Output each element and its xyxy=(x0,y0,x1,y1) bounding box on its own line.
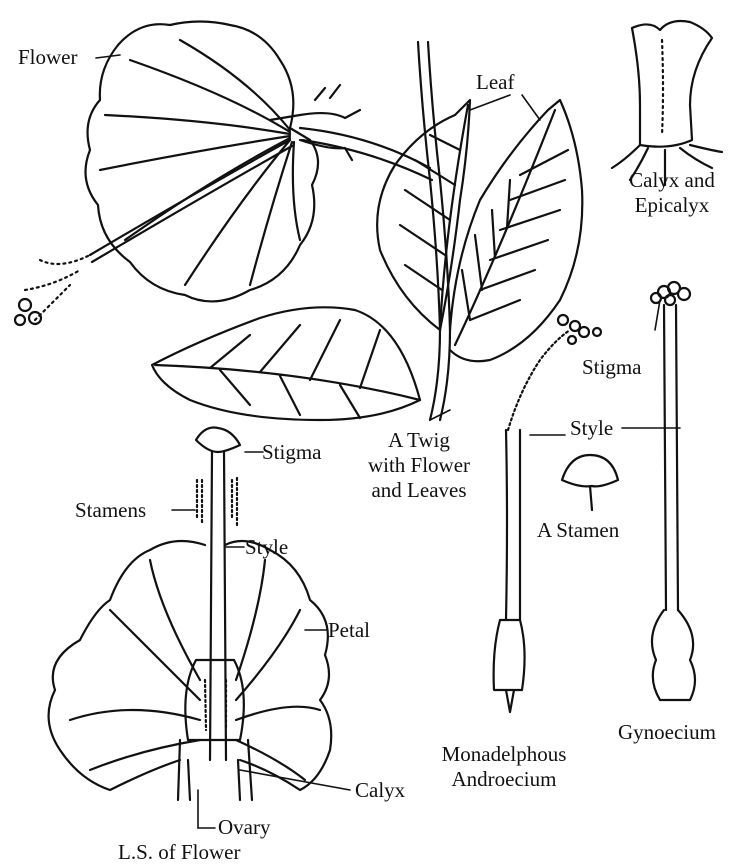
label-ls-title: L.S. of Flower xyxy=(118,840,241,865)
ls-stamens xyxy=(197,478,237,525)
gynoecium-style xyxy=(664,305,678,610)
label-calyx-epicalyx: Calyx and Epicalyx xyxy=(612,168,732,218)
label-ls-ovary: Ovary xyxy=(218,815,270,840)
label-ls-petal: Petal xyxy=(328,618,370,643)
upper-right-leaf xyxy=(450,100,582,361)
label-leaf: Leaf xyxy=(476,70,514,95)
label-a-stamen: A Stamen xyxy=(537,518,619,543)
label-ls-stamens: Stamens xyxy=(75,498,146,523)
label-ls-stigma: Stigma xyxy=(262,440,322,465)
lower-twig-leaf xyxy=(152,307,420,420)
label-ls-calyx: Calyx xyxy=(355,778,405,803)
calyx-epicalyx-drawing xyxy=(632,21,712,147)
label-twig: A Twig with Flower and Leaves xyxy=(355,428,483,503)
ls-style xyxy=(210,452,226,760)
ls-stigma xyxy=(196,428,240,453)
label-androecium: Monadelphous Androecium xyxy=(418,742,590,792)
label-flower: Flower xyxy=(18,45,78,70)
ls-petals-left xyxy=(49,541,205,790)
stamen-drawing xyxy=(562,455,618,510)
left-twig-leaf xyxy=(377,100,470,330)
androecium-column xyxy=(494,430,525,712)
flower-peduncle xyxy=(300,128,432,180)
gynoecium-ovary xyxy=(652,610,695,700)
label-ls-style: Style xyxy=(245,535,288,560)
label-gynoecium: Gynoecium xyxy=(618,720,716,745)
twig-stem xyxy=(418,42,450,420)
label-style-right: Style xyxy=(570,416,613,441)
flower-stamens xyxy=(25,255,90,320)
label-stigma-gynoecium: Stigma xyxy=(582,355,642,380)
